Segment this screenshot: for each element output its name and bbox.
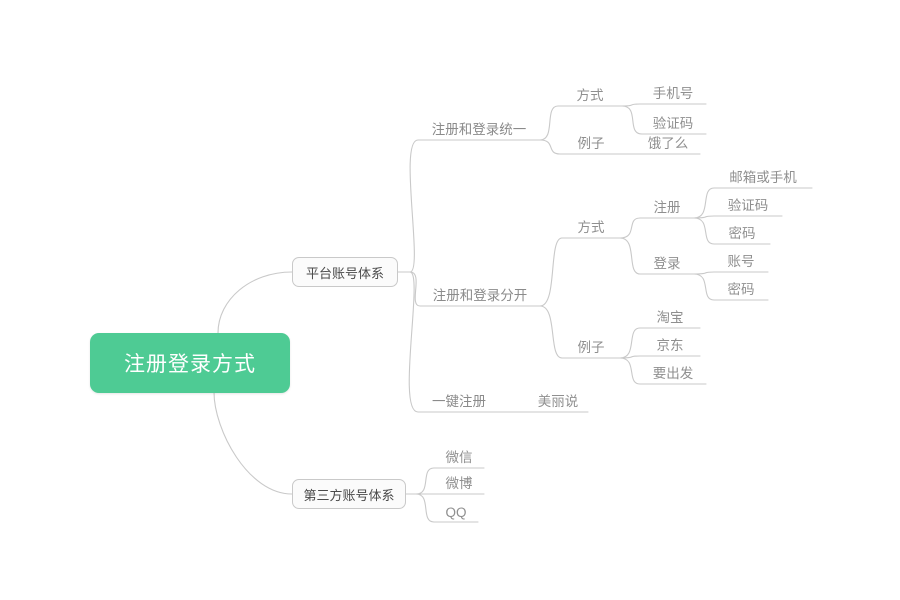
node-one-click-meilishuo[interactable]: 美丽说 xyxy=(528,384,588,412)
node-sep-login-password[interactable]: 密码 xyxy=(714,272,768,300)
node-sep-reg-code[interactable]: 验证码 xyxy=(714,188,782,216)
node-sep-ex-taobao[interactable]: 淘宝 xyxy=(640,300,700,328)
node-unified-method-label: 方式 xyxy=(576,88,604,103)
node-sep-method-label: 方式 xyxy=(577,220,605,235)
edge-root-to-platform xyxy=(217,271,293,334)
node-sep-ex-taobao-label: 淘宝 xyxy=(656,310,684,325)
node-tp-qq-label: QQ xyxy=(445,505,467,520)
edge-separated-to-method xyxy=(539,237,621,307)
node-tp-wechat[interactable]: 微信 xyxy=(434,440,484,468)
node-unified-eleme-label: 饿了么 xyxy=(647,136,689,151)
node-sep-reg-email-phone[interactable]: 邮箱或手机 xyxy=(714,160,812,188)
node-sep-login-account[interactable]: 账号 xyxy=(714,244,768,272)
node-sep-method[interactable]: 方式 xyxy=(562,210,620,238)
edge-platform-to-unified xyxy=(409,139,541,273)
node-separated[interactable]: 注册和登录分开 xyxy=(420,278,540,306)
node-sep-ex-jingdong-label: 京东 xyxy=(656,338,684,353)
node-sep-reg-password[interactable]: 密码 xyxy=(714,216,770,244)
node-unified-eleme[interactable]: 饿了么 xyxy=(636,126,700,154)
node-sep-login[interactable]: 登录 xyxy=(640,246,694,274)
node-platform-account-label: 平台账号体系 xyxy=(305,265,384,281)
node-third-party-account-label: 第三方账号体系 xyxy=(303,487,395,503)
node-sep-example[interactable]: 例子 xyxy=(562,330,620,358)
node-sep-login-account-label: 账号 xyxy=(727,254,755,269)
node-unified-phone-label: 手机号 xyxy=(652,86,694,101)
node-sep-reg-email-phone-label: 邮箱或手机 xyxy=(729,170,797,185)
node-unified-phone[interactable]: 手机号 xyxy=(640,76,706,104)
node-unified-example[interactable]: 例子 xyxy=(560,126,622,154)
root-node-label: 注册登录方式 xyxy=(124,353,256,376)
node-third-party-account[interactable]: 第三方账号体系 xyxy=(292,479,406,509)
node-tp-weibo[interactable]: 微博 xyxy=(434,466,484,494)
node-sep-register[interactable]: 注册 xyxy=(640,190,694,218)
node-sep-ex-jingdong[interactable]: 京东 xyxy=(640,328,700,356)
node-sep-login-password-label: 密码 xyxy=(727,282,755,297)
node-unified-code[interactable]: 验证码 xyxy=(640,106,706,134)
node-one-click-label: 一键注册 xyxy=(432,394,486,409)
node-unified-example-label: 例子 xyxy=(577,136,605,151)
root-node[interactable]: 注册登录方式 xyxy=(90,333,290,393)
node-sep-login-label: 登录 xyxy=(653,256,681,271)
node-unified[interactable]: 注册和登录统一 xyxy=(418,112,540,140)
node-sep-reg-code-label: 验证码 xyxy=(727,198,769,213)
node-one-click-meilishuo-label: 美丽说 xyxy=(537,394,579,409)
node-unified-code-label: 验证码 xyxy=(652,116,694,131)
node-tp-qq[interactable]: QQ xyxy=(434,494,478,522)
edge-sepmethod-to-register xyxy=(619,217,695,239)
node-sep-ex-yaochufa[interactable]: 要出发 xyxy=(640,356,706,384)
node-platform-account[interactable]: 平台账号体系 xyxy=(292,257,398,287)
node-unified-method[interactable]: 方式 xyxy=(558,78,622,106)
node-sep-example-label: 例子 xyxy=(577,340,605,355)
node-tp-wechat-label: 微信 xyxy=(445,450,473,465)
node-sep-ex-yaochufa-label: 要出发 xyxy=(652,366,694,381)
edge-root-to-thirdparty xyxy=(213,391,293,495)
node-tp-weibo-label: 微博 xyxy=(445,476,473,491)
node-unified-label: 注册和登录统一 xyxy=(431,122,527,137)
node-one-click[interactable]: 一键注册 xyxy=(418,384,500,412)
node-sep-reg-password-label: 密码 xyxy=(728,226,756,241)
node-separated-label: 注册和登录分开 xyxy=(432,288,528,303)
node-sep-register-label: 注册 xyxy=(653,200,681,215)
